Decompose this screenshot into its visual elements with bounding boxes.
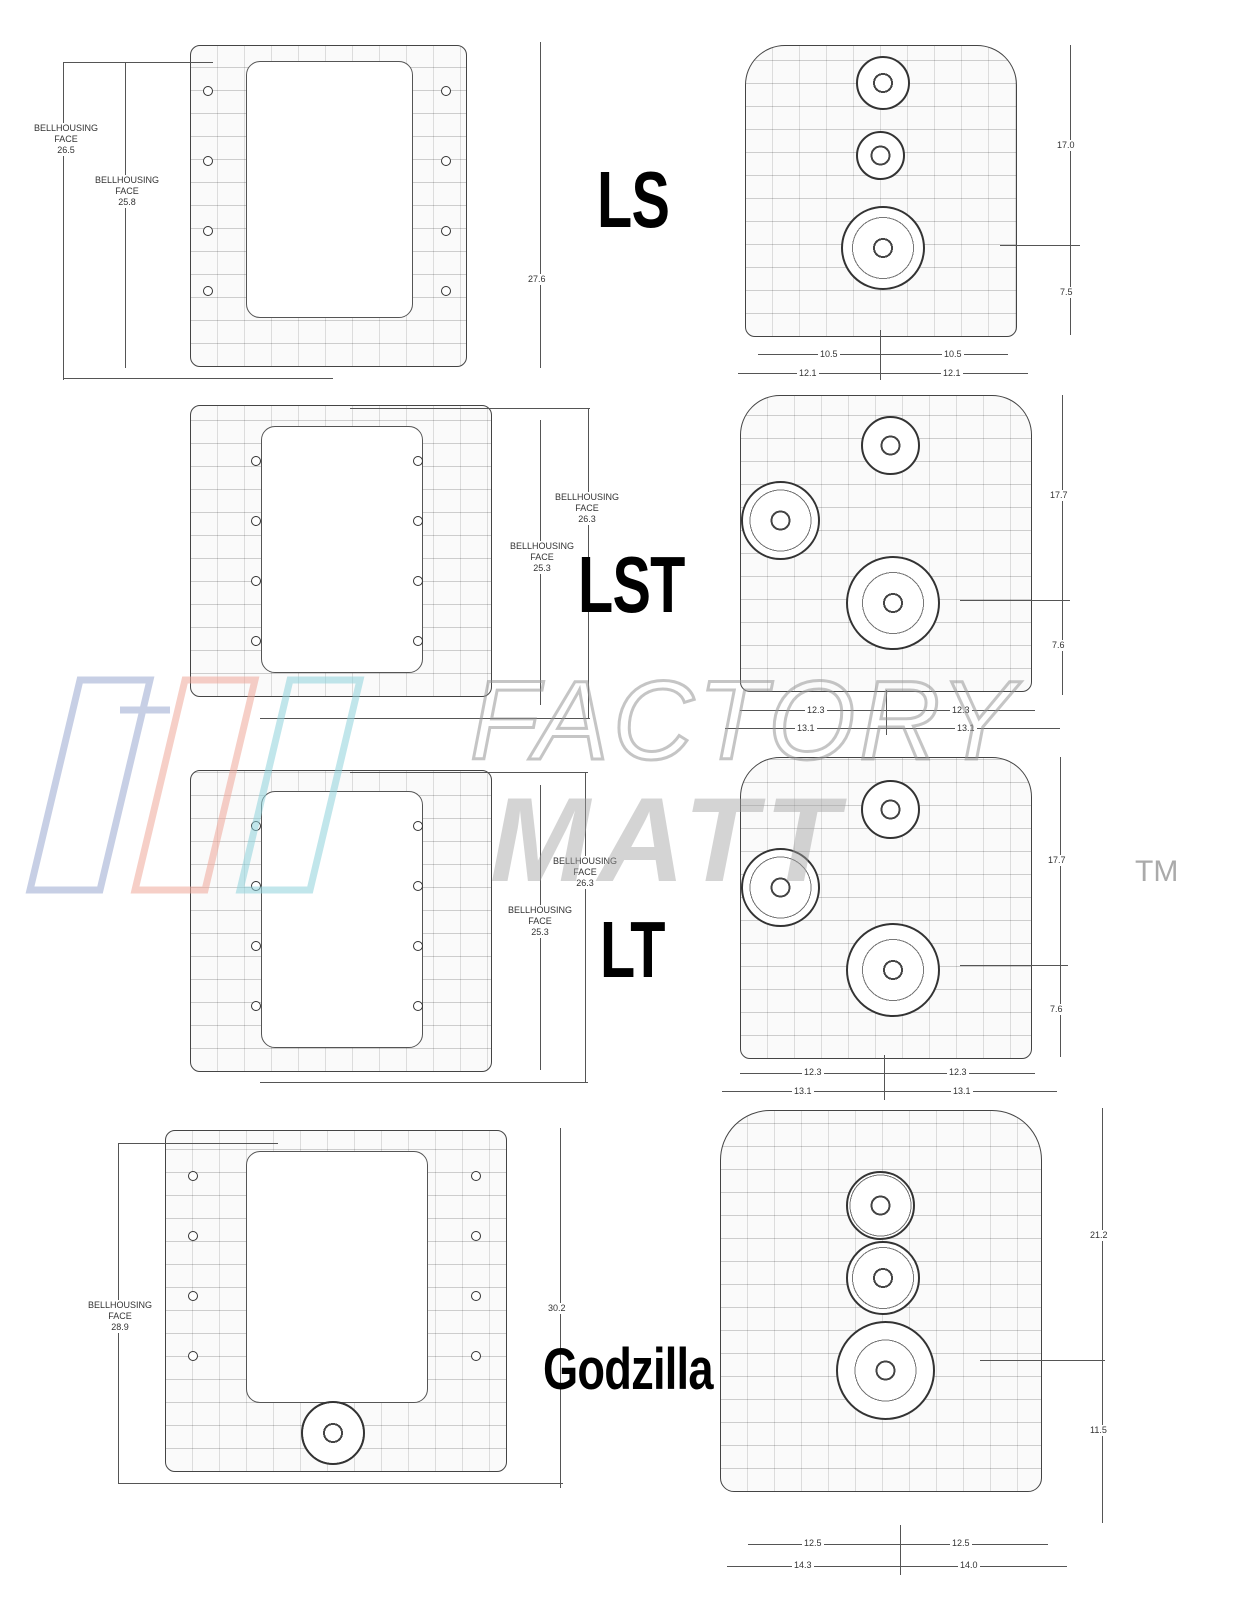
ls-overall-length-dim: 27.6: [526, 274, 548, 285]
dim-value: 26.3: [576, 878, 594, 888]
lt-inner-left-dim: 12.3: [802, 1067, 824, 1078]
ls-outer-right-dim: 12.1: [941, 368, 963, 379]
dim-sublabel: FACE: [530, 552, 554, 562]
dim-label: BELLHOUSING: [554, 492, 620, 502]
godzilla-inner-right-dim: 12.5: [950, 1538, 972, 1549]
lt-inner-right-dim: 12.3: [947, 1067, 969, 1078]
dim-value: 26.5: [57, 145, 75, 155]
dim-label: BELLHOUSING: [507, 905, 573, 915]
godzilla-side-view-drawing: [165, 1130, 507, 1472]
lt-side-view-drawing: [190, 770, 492, 1072]
dim-sublabel: FACE: [108, 1311, 132, 1321]
godzilla-outer-left-dim: 14.3: [792, 1560, 814, 1571]
lst-outer-left-dim: 13.1: [795, 723, 817, 734]
godzilla-lower-height-dim: 11.5: [1088, 1425, 1109, 1436]
godzilla-inner-left-dim: 12.5: [802, 1538, 824, 1549]
ls-inner-right-dim: 10.5: [942, 349, 964, 360]
dim-label: BELLHOUSING: [509, 541, 575, 551]
godzilla-upper-height-dim: 21.2: [1088, 1230, 1110, 1241]
lst-lower-height-dim: 7.6: [1050, 640, 1067, 651]
lst-side-view-drawing: [190, 405, 492, 697]
lst-front-view-drawing: [740, 395, 1032, 692]
dim-value: 25.3: [533, 563, 551, 573]
dim-label: BELLHOUSING: [87, 1300, 153, 1310]
lt-front-view-drawing: [740, 757, 1032, 1059]
dim-sublabel: FACE: [115, 186, 139, 196]
ls-outer-left-dim: 12.1: [797, 368, 819, 379]
dim-value: 26.3: [578, 514, 596, 524]
lt-bellhousing-outer-dim: BELLHOUSING FACE 26.3: [543, 856, 627, 889]
lst-bellhousing-inner-dim: BELLHOUSING FACE 25.3: [500, 541, 584, 574]
dim-value: 25.3: [531, 927, 549, 937]
dim-label: BELLHOUSING: [552, 856, 618, 866]
dim-sublabel: FACE: [573, 867, 597, 877]
ls-bellhousing-outer-dim: BELLHOUSING FACE 26.5: [24, 123, 108, 156]
lt-outer-left-dim: 13.1: [792, 1086, 814, 1097]
dim-label: BELLHOUSING: [94, 175, 160, 185]
dim-sublabel: FACE: [528, 916, 552, 926]
lt-upper-height-dim: 17.7: [1046, 855, 1068, 866]
godzilla-front-view-drawing: [720, 1110, 1042, 1492]
lst-inner-right-dim: 12.3: [950, 705, 972, 716]
lt-lower-height-dim: 7.6: [1048, 1004, 1065, 1015]
ls-lower-height-dim: 7.5: [1058, 287, 1075, 298]
lst-outer-right-dim: 13.1: [955, 723, 977, 734]
lst-upper-height-dim: 17.7: [1048, 490, 1070, 501]
ls-upper-height-dim: 17.0: [1055, 140, 1077, 151]
lt-outer-right-dim: 13.1: [951, 1086, 973, 1097]
godzilla-outer-right-dim: 14.0: [958, 1560, 980, 1571]
ls-front-view-drawing: [745, 45, 1017, 337]
lst-engine-label: LST: [578, 540, 685, 629]
ls-engine-label: LS: [597, 155, 670, 244]
lst-inner-left-dim: 12.3: [805, 705, 827, 716]
ls-inner-left-dim: 10.5: [818, 349, 840, 360]
dim-value: 25.8: [118, 197, 136, 207]
lst-bellhousing-outer-dim: BELLHOUSING FACE 26.3: [545, 492, 629, 525]
lt-engine-label: LT: [600, 905, 665, 994]
dim-sublabel: FACE: [575, 503, 599, 513]
lt-bellhousing-inner-dim: BELLHOUSING FACE 25.3: [498, 905, 582, 938]
godzilla-engine-label: Godzilla: [543, 1337, 713, 1402]
godzilla-bellhousing-dim: BELLHOUSING FACE 28.9: [78, 1300, 162, 1333]
dim-sublabel: FACE: [54, 134, 78, 144]
godzilla-overall-length-dim: 30.2: [546, 1303, 568, 1314]
dim-value: 28.9: [111, 1322, 129, 1332]
ls-bellhousing-inner-dim: BELLHOUSING FACE 25.8: [85, 175, 169, 208]
watermark-trademark-text: TM: [1135, 855, 1179, 888]
dim-label: BELLHOUSING: [33, 123, 99, 133]
ls-side-view-drawing: [190, 45, 467, 367]
